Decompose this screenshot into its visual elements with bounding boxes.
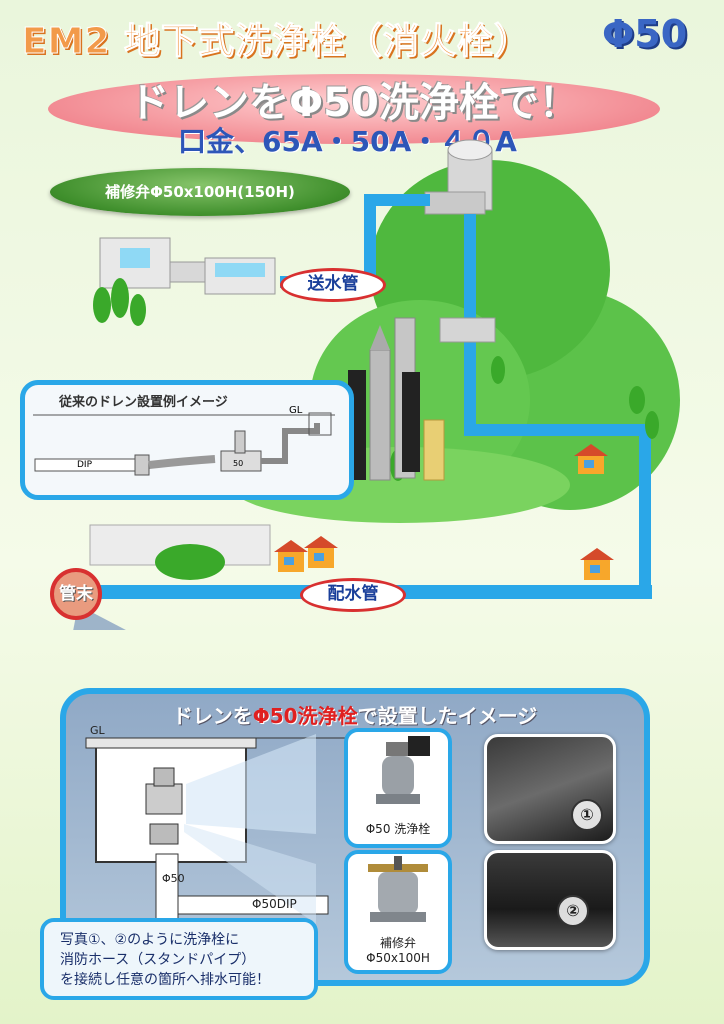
conventional-title: 従来のドレン設置例イメージ [59, 395, 228, 410]
info-line-1: 写真①、②のように洗浄栓に [60, 932, 240, 948]
panel-gl-label: GL [90, 724, 105, 737]
building-yellow [423, 419, 445, 481]
building-tall-1 [369, 349, 391, 481]
panel-vertical-label: Φ50 [162, 872, 185, 885]
repair-valve-callout: 補修弁 Φ50x100H [344, 850, 452, 974]
repair-valve-badge-text: 補修弁Φ50x100H(150H) [105, 183, 295, 201]
installation-drawing [85, 734, 356, 925]
photo-2: ② [484, 850, 616, 950]
info-line-2: 消防ホース（スタンドパイプ） [60, 952, 256, 968]
photo-1: ① [484, 734, 616, 844]
factory-trees [155, 544, 225, 580]
banner-main-text: ドレンをΦ50洗浄栓で！ [129, 80, 579, 126]
photo-2-number: ② [557, 895, 589, 927]
plant-pool [120, 248, 150, 268]
title-size: Φ50 [602, 12, 688, 56]
title-main: EM2 地下式洗浄栓（消火栓） [22, 21, 531, 63]
panel-title-post: で設置したイメージ [357, 704, 538, 728]
panel-dip-label: Φ50DIP [252, 897, 297, 911]
building-mid [439, 317, 496, 343]
headline-banner: ドレンをΦ50洗浄栓で！ 口金、65A・50A・４０A [48, 66, 660, 158]
conventional-drain-box: 従来のドレン設置例イメージ GL DIP 50 [20, 380, 354, 500]
building-dark-2 [402, 372, 420, 472]
panel-title: ドレンをΦ50洗浄栓で設置したイメージ [66, 700, 644, 729]
houses [274, 444, 614, 580]
photo-1-number: ① [571, 799, 603, 831]
distribution-pipe-label: 配水管 [300, 578, 406, 612]
hydrant-label: Φ50 洗浄栓 [365, 822, 431, 836]
page-title: EM2 地下式洗浄栓（消火栓） Φ50 [0, 8, 724, 63]
water-tower-base [424, 191, 486, 215]
repair-valve-badge: 補修弁Φ50x100H(150H) [50, 168, 350, 216]
supply-pipe-label: 送水管 [280, 268, 386, 302]
panel-title-highlight: Φ50洗浄栓 [252, 704, 358, 728]
building-spire [370, 325, 390, 350]
water-network-scene [73, 139, 680, 630]
conventional-dip-label: DIP [77, 460, 93, 470]
repair-valve-label-2: Φ50x100H [366, 951, 430, 965]
water-tower-top [447, 139, 493, 161]
repair-valve-label-1: 補修弁 [379, 936, 416, 950]
conventional-valve-number: 50 [233, 459, 244, 468]
pipe-end-marker: 管末 [50, 568, 102, 620]
conventional-drawing [33, 412, 335, 476]
panel-title-pre: ドレンを [172, 704, 253, 728]
info-line-3: を接続し任意の箇所へ排水可能！ [60, 972, 270, 988]
plant-link [169, 261, 206, 283]
repair-valve-icon [368, 856, 428, 922]
hydrant-icon [376, 736, 430, 804]
plant-pool-2 [215, 263, 265, 277]
info-note: 写真①、②のように洗浄栓に 消防ホース（スタンドパイプ） を接続し任意の箇所へ排… [40, 918, 318, 1000]
banner-oval [48, 74, 660, 144]
hydrant-callout: Φ50 洗浄栓 [344, 728, 452, 848]
conventional-gl-label: GL [289, 405, 303, 416]
